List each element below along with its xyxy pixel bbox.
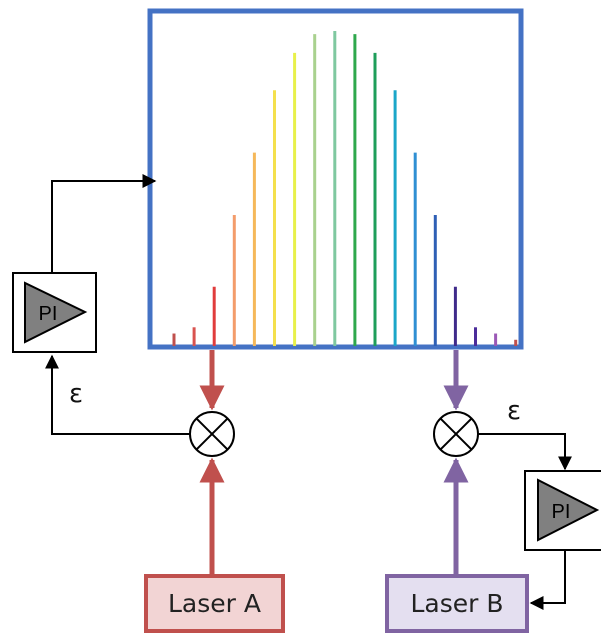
error-symbol-right: ε (507, 396, 522, 426)
feedback-line-right-to-laser-b (529, 550, 566, 610)
laser-a-box: Laser A (144, 574, 285, 633)
pi-label-right: PI (552, 501, 571, 523)
frequency-comb (172, 31, 518, 346)
error-line-right (478, 433, 572, 471)
pi-amplifier-left-icon (24, 281, 88, 344)
pi-amplifier-right-icon (537, 478, 600, 542)
laser-b-box: Laser B (385, 574, 529, 633)
pi-label-left: PI (39, 303, 58, 325)
laser-b-label: Laser B (410, 589, 504, 618)
feedback-line-left-to-box (51, 174, 157, 273)
error-symbol-left: ε (69, 379, 84, 409)
error-line-left (45, 354, 190, 435)
mixer-left-cross-b (195, 417, 229, 451)
laser-a-label: Laser A (168, 589, 261, 618)
mixer-right-cross-b (439, 417, 473, 451)
